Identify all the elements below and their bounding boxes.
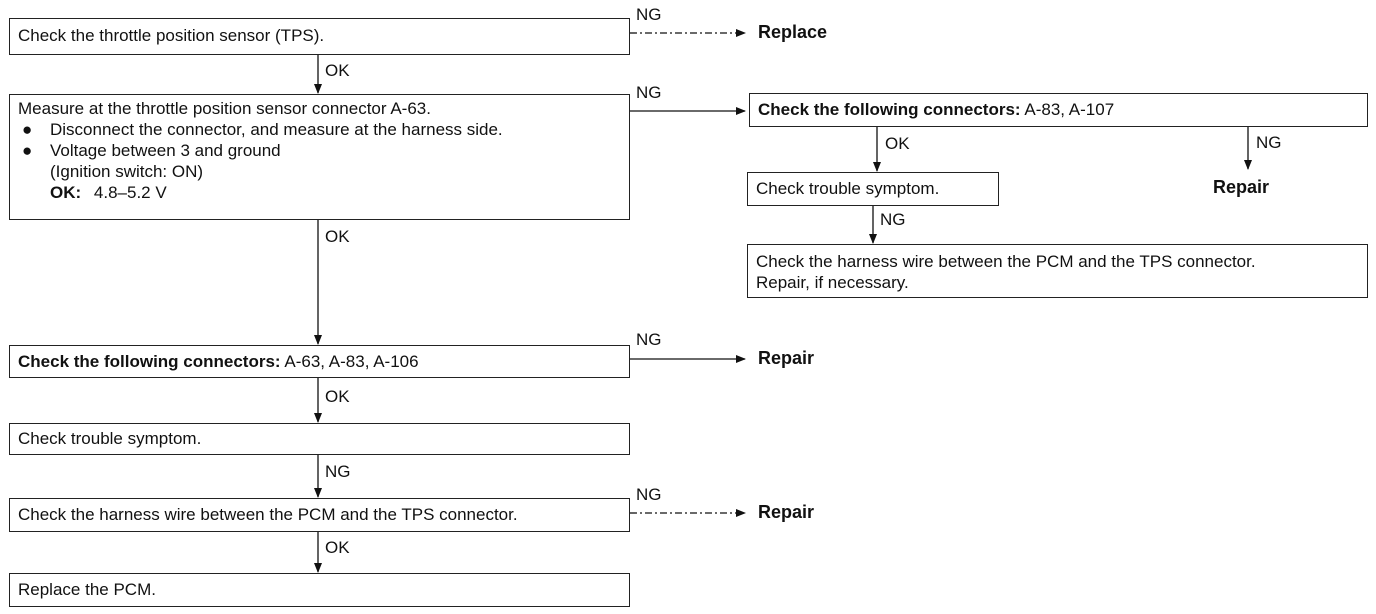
measure-line1: Measure at the throttle position sensor …: [18, 99, 431, 118]
measure-bullet2: ● Voltage between 3 and ground: [18, 140, 621, 161]
bullet-icon: ●: [22, 120, 33, 139]
connectors-main-box: Check the following connectors: A-63, A-…: [9, 345, 630, 378]
connectors-right-box: Check the following connectors: A-83, A-…: [749, 93, 1368, 127]
connectors-main-list: A-63, A-83, A-106: [280, 352, 419, 371]
connectors-right-heading: Check the following connectors:: [758, 100, 1021, 119]
ok-spec-label: OK:: [50, 183, 82, 202]
harness-right-line1: Check the harness wire between the PCM a…: [756, 252, 1256, 271]
measure-bullet2-text: Voltage between 3 and ground: [50, 141, 281, 160]
replace-pcm-text: Replace the PCM.: [18, 580, 156, 599]
ng-label-measure: NG: [636, 83, 662, 102]
outcome-repair-connectors: Repair: [758, 348, 815, 368]
outcome-repair-right: Repair: [1213, 177, 1270, 197]
measure-bullet1-text: Disconnect the connector, and measure at…: [50, 120, 503, 139]
bullet-icon: ●: [22, 141, 33, 160]
ok-label-3: OK: [325, 387, 350, 406]
symptom-main-text: Check trouble symptom.: [18, 429, 202, 448]
measure-bullet1: ● Disconnect the connector, and measure …: [18, 119, 621, 140]
symptom-right-box: Check trouble symptom.: [747, 172, 999, 206]
outcome-repair-harness: Repair: [758, 502, 815, 522]
harness-main-text: Check the harness wire between the PCM a…: [18, 505, 518, 524]
measure-ok-spec: OK: 4.8–5.2 V: [18, 182, 621, 203]
measure-sub1: (Ignition switch: ON): [50, 162, 204, 181]
harness-right-line2: Repair, if necessary.: [756, 273, 909, 292]
ng-label-right-repair: NG: [1256, 133, 1282, 152]
ok-label-right: OK: [885, 134, 910, 153]
measure-box: Measure at the throttle position sensor …: [9, 94, 630, 220]
ok-label-1: OK: [325, 61, 350, 80]
ng-label-harness: NG: [636, 485, 662, 504]
harness-main-box: Check the harness wire between the PCM a…: [9, 498, 630, 532]
ng-label-connectors: NG: [636, 330, 662, 349]
outcome-replace: Replace: [758, 22, 828, 42]
harness-right-box: Check the harness wire between the PCM a…: [747, 244, 1368, 298]
connectors-main-heading: Check the following connectors:: [18, 352, 281, 371]
ok-spec-value: 4.8–5.2 V: [93, 183, 167, 202]
connectors-right-list: A-83, A-107: [1020, 100, 1115, 119]
symptom-main-box: Check trouble symptom.: [9, 423, 630, 455]
ng-label-tps: NG: [636, 5, 662, 24]
ok-label-5: OK: [325, 538, 350, 557]
ng-label-4: NG: [325, 462, 351, 481]
replace-pcm-box: Replace the PCM.: [9, 573, 630, 607]
tps-check-box: Check the throttle position sensor (TPS)…: [9, 18, 630, 55]
ok-label-2: OK: [325, 227, 350, 246]
symptom-right-text: Check trouble symptom.: [756, 179, 940, 198]
ng-label-right-symptom: NG: [880, 210, 906, 229]
tps-check-text: Check the throttle position sensor (TPS)…: [18, 26, 325, 45]
